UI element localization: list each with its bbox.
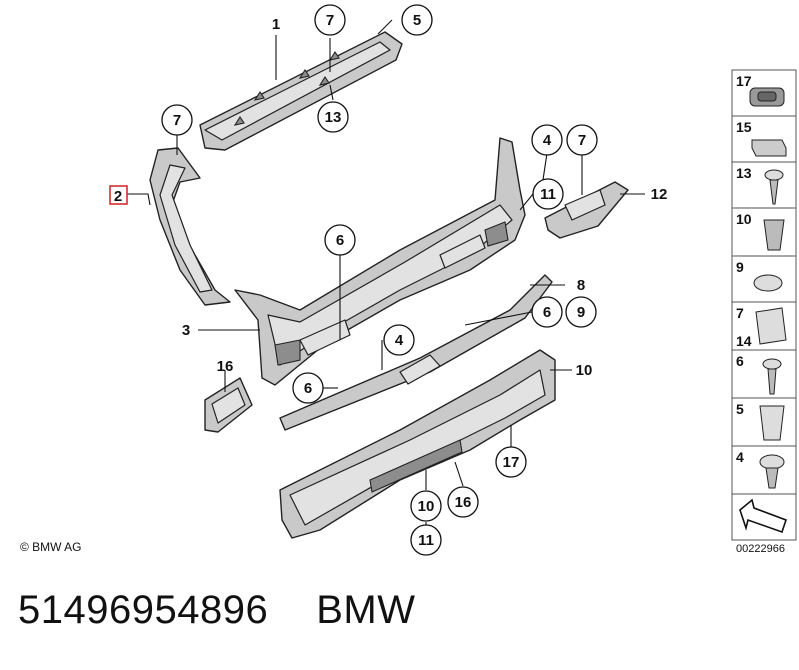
svg-text:7: 7: [736, 305, 744, 321]
svg-text:4: 4: [543, 132, 552, 149]
svg-text:4: 4: [736, 449, 744, 465]
side-item-15: 15: [731, 115, 797, 163]
side-item-6: 6: [731, 349, 797, 399]
side-item-4: 4: [731, 445, 797, 495]
svg-text:14: 14: [736, 333, 752, 349]
callout-17: 17: [495, 446, 527, 478]
svg-text:2: 2: [114, 188, 122, 205]
svg-text:10: 10: [576, 362, 593, 379]
footer: 51496954896 BMW: [18, 588, 463, 633]
side-item-5: 5: [731, 397, 797, 447]
svg-text:7: 7: [173, 112, 181, 129]
callout-9: 9: [565, 296, 597, 328]
callout-11: 10: [576, 362, 593, 379]
callout-4-upper: 4: [531, 124, 563, 156]
svg-text:17: 17: [736, 73, 752, 89]
side-legend: 17 15 13 10 9 7 14: [731, 69, 797, 541]
svg-text:9: 9: [736, 259, 744, 275]
copyright-notice: © BMW AG: [20, 540, 82, 554]
svg-text:11: 11: [418, 532, 434, 549]
part-1-upper-trim: [199, 31, 403, 151]
callout-16-bottom: 16: [447, 486, 479, 518]
part-11-lower-trim: [279, 349, 556, 539]
callout-15: 13: [317, 101, 349, 133]
part-number: 51496954896: [18, 588, 269, 632]
side-item-10: 10: [731, 207, 797, 257]
svg-text:9: 9: [577, 304, 585, 321]
svg-text:16: 16: [217, 358, 234, 375]
svg-text:16: 16: [455, 494, 472, 511]
callout-16-left: 16: [217, 358, 234, 375]
brand-name: BMW: [316, 588, 416, 632]
callout-1: 1: [272, 16, 280, 33]
svg-text:15: 15: [736, 119, 752, 135]
svg-text:17: 17: [503, 454, 520, 471]
svg-text:4: 4: [395, 332, 404, 349]
callout-6-upper: 6: [324, 224, 356, 256]
svg-text:7: 7: [326, 12, 334, 29]
svg-text:10: 10: [736, 211, 752, 227]
callout-6-lower: 6: [292, 372, 324, 404]
svg-text:5: 5: [736, 401, 744, 417]
callout-6-mid: 6: [531, 296, 563, 328]
callout-13-upper: 11: [532, 178, 564, 210]
leader-lines: [126, 19, 645, 525]
svg-text:11: 11: [540, 186, 556, 203]
callout-10-bottom: 10: [410, 490, 442, 522]
svg-text:6: 6: [543, 304, 551, 321]
side-item-13: 13: [731, 161, 797, 209]
callout-8: 8: [577, 277, 585, 294]
svg-text:6: 6: [736, 353, 744, 369]
callout-5: 5: [401, 4, 433, 36]
svg-text:10: 10: [418, 498, 435, 515]
part-2-pillar-trim: [149, 147, 231, 306]
svg-text:6: 6: [336, 232, 344, 249]
svg-text:12: 12: [651, 186, 668, 203]
part-16-cover: [204, 377, 253, 433]
side-item-9: 9: [731, 255, 797, 303]
part-12-bracket: [544, 181, 629, 239]
callout-4-lower: 4: [383, 324, 415, 356]
callout-2-highlighted: 2: [109, 185, 128, 205]
part-8-sill-strip: [279, 274, 553, 431]
callout-7-right: 7: [566, 124, 598, 156]
svg-text:8: 8: [577, 277, 585, 294]
svg-text:13: 13: [736, 165, 752, 181]
svg-text:13: 13: [325, 109, 342, 126]
svg-text:5: 5: [413, 12, 421, 29]
callout-3: 3: [182, 322, 190, 339]
svg-text:6: 6: [304, 380, 312, 397]
side-arrow-box: [731, 493, 797, 541]
callout-13-bottom: 11: [410, 524, 442, 556]
callout-12: 12: [651, 186, 668, 203]
part-3-main-trim: [234, 137, 526, 386]
svg-text:3: 3: [182, 322, 190, 339]
side-item-7-14: 7 14: [731, 301, 797, 351]
svg-text:1: 1: [272, 16, 280, 33]
side-item-17: 17: [731, 69, 797, 117]
drawing-number: 00222966: [736, 543, 785, 555]
callout-7-left: 7: [161, 104, 193, 136]
callout-7-top: 7: [314, 4, 346, 36]
svg-text:7: 7: [578, 132, 586, 149]
